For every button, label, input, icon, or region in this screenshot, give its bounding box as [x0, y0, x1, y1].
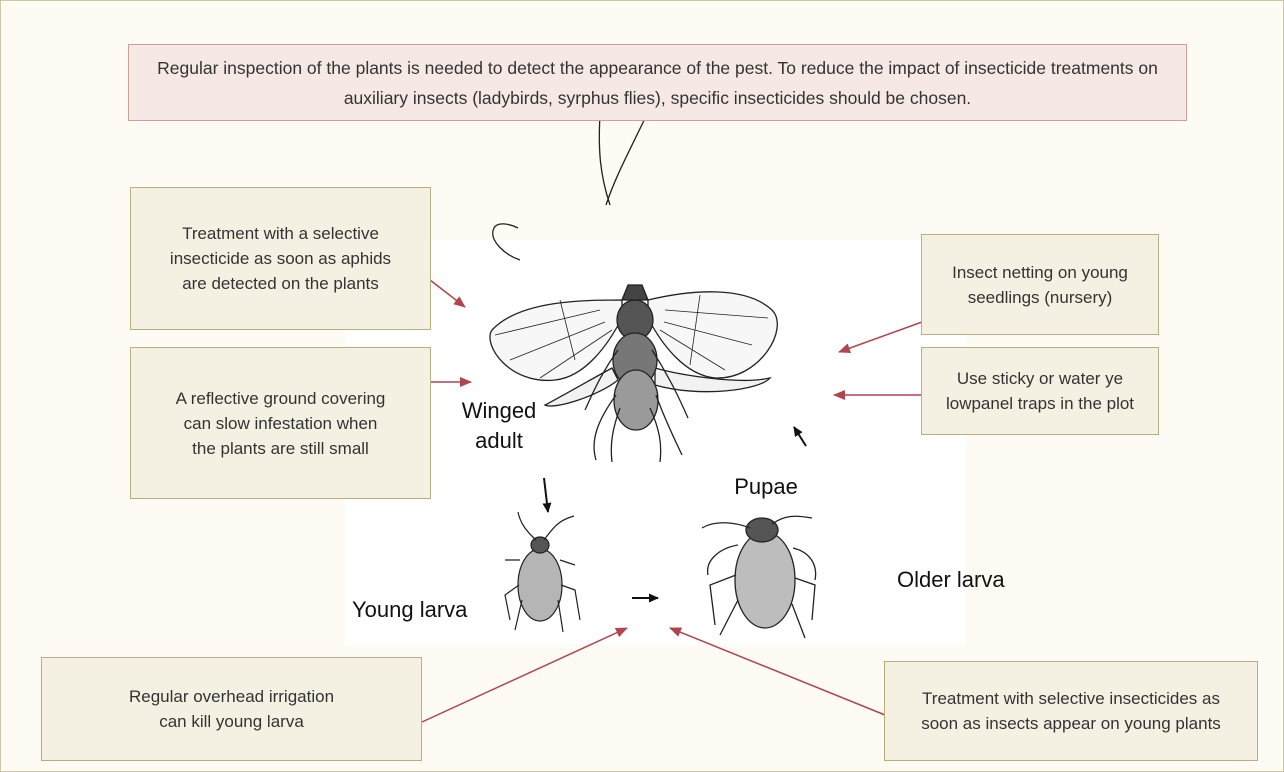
callout-selective-young-plants-text: Treatment with selective insecticides as… [921, 686, 1221, 736]
callout-sticky-traps-text: Use sticky or water ye lowpanel traps in… [946, 366, 1134, 416]
callout-insect-netting-text: Insect netting on young seedlings (nurse… [952, 260, 1128, 310]
stage-label-pupae: Pupae [716, 472, 816, 502]
stage-label-older-larva: Older larva [897, 565, 1037, 595]
stage-label-young-larva: Young larva [352, 595, 482, 625]
stage-label-winged-adult: Winged adult [445, 396, 553, 456]
callout-selective-insecticide: Treatment with a selective insecticide a… [130, 187, 431, 330]
callout-selective-young-plants: Treatment with selective insecticides as… [884, 661, 1258, 761]
callout-insect-netting: Insect netting on young seedlings (nurse… [921, 234, 1159, 335]
intro-text-box: Regular inspection of the plants is need… [128, 44, 1187, 121]
intro-text: Regular inspection of the plants is need… [147, 53, 1168, 113]
callout-overhead-irrigation-text: Regular overhead irrigation can kill you… [129, 684, 334, 734]
callout-selective-insecticide-text: Treatment with a selective insecticide a… [170, 221, 391, 296]
callout-reflective-ground: A reflective ground covering can slow in… [130, 347, 431, 499]
callout-sticky-traps: Use sticky or water ye lowpanel traps in… [921, 347, 1159, 435]
callout-overhead-irrigation: Regular overhead irrigation can kill you… [41, 657, 422, 761]
callout-reflective-ground-text: A reflective ground covering can slow in… [176, 386, 386, 461]
